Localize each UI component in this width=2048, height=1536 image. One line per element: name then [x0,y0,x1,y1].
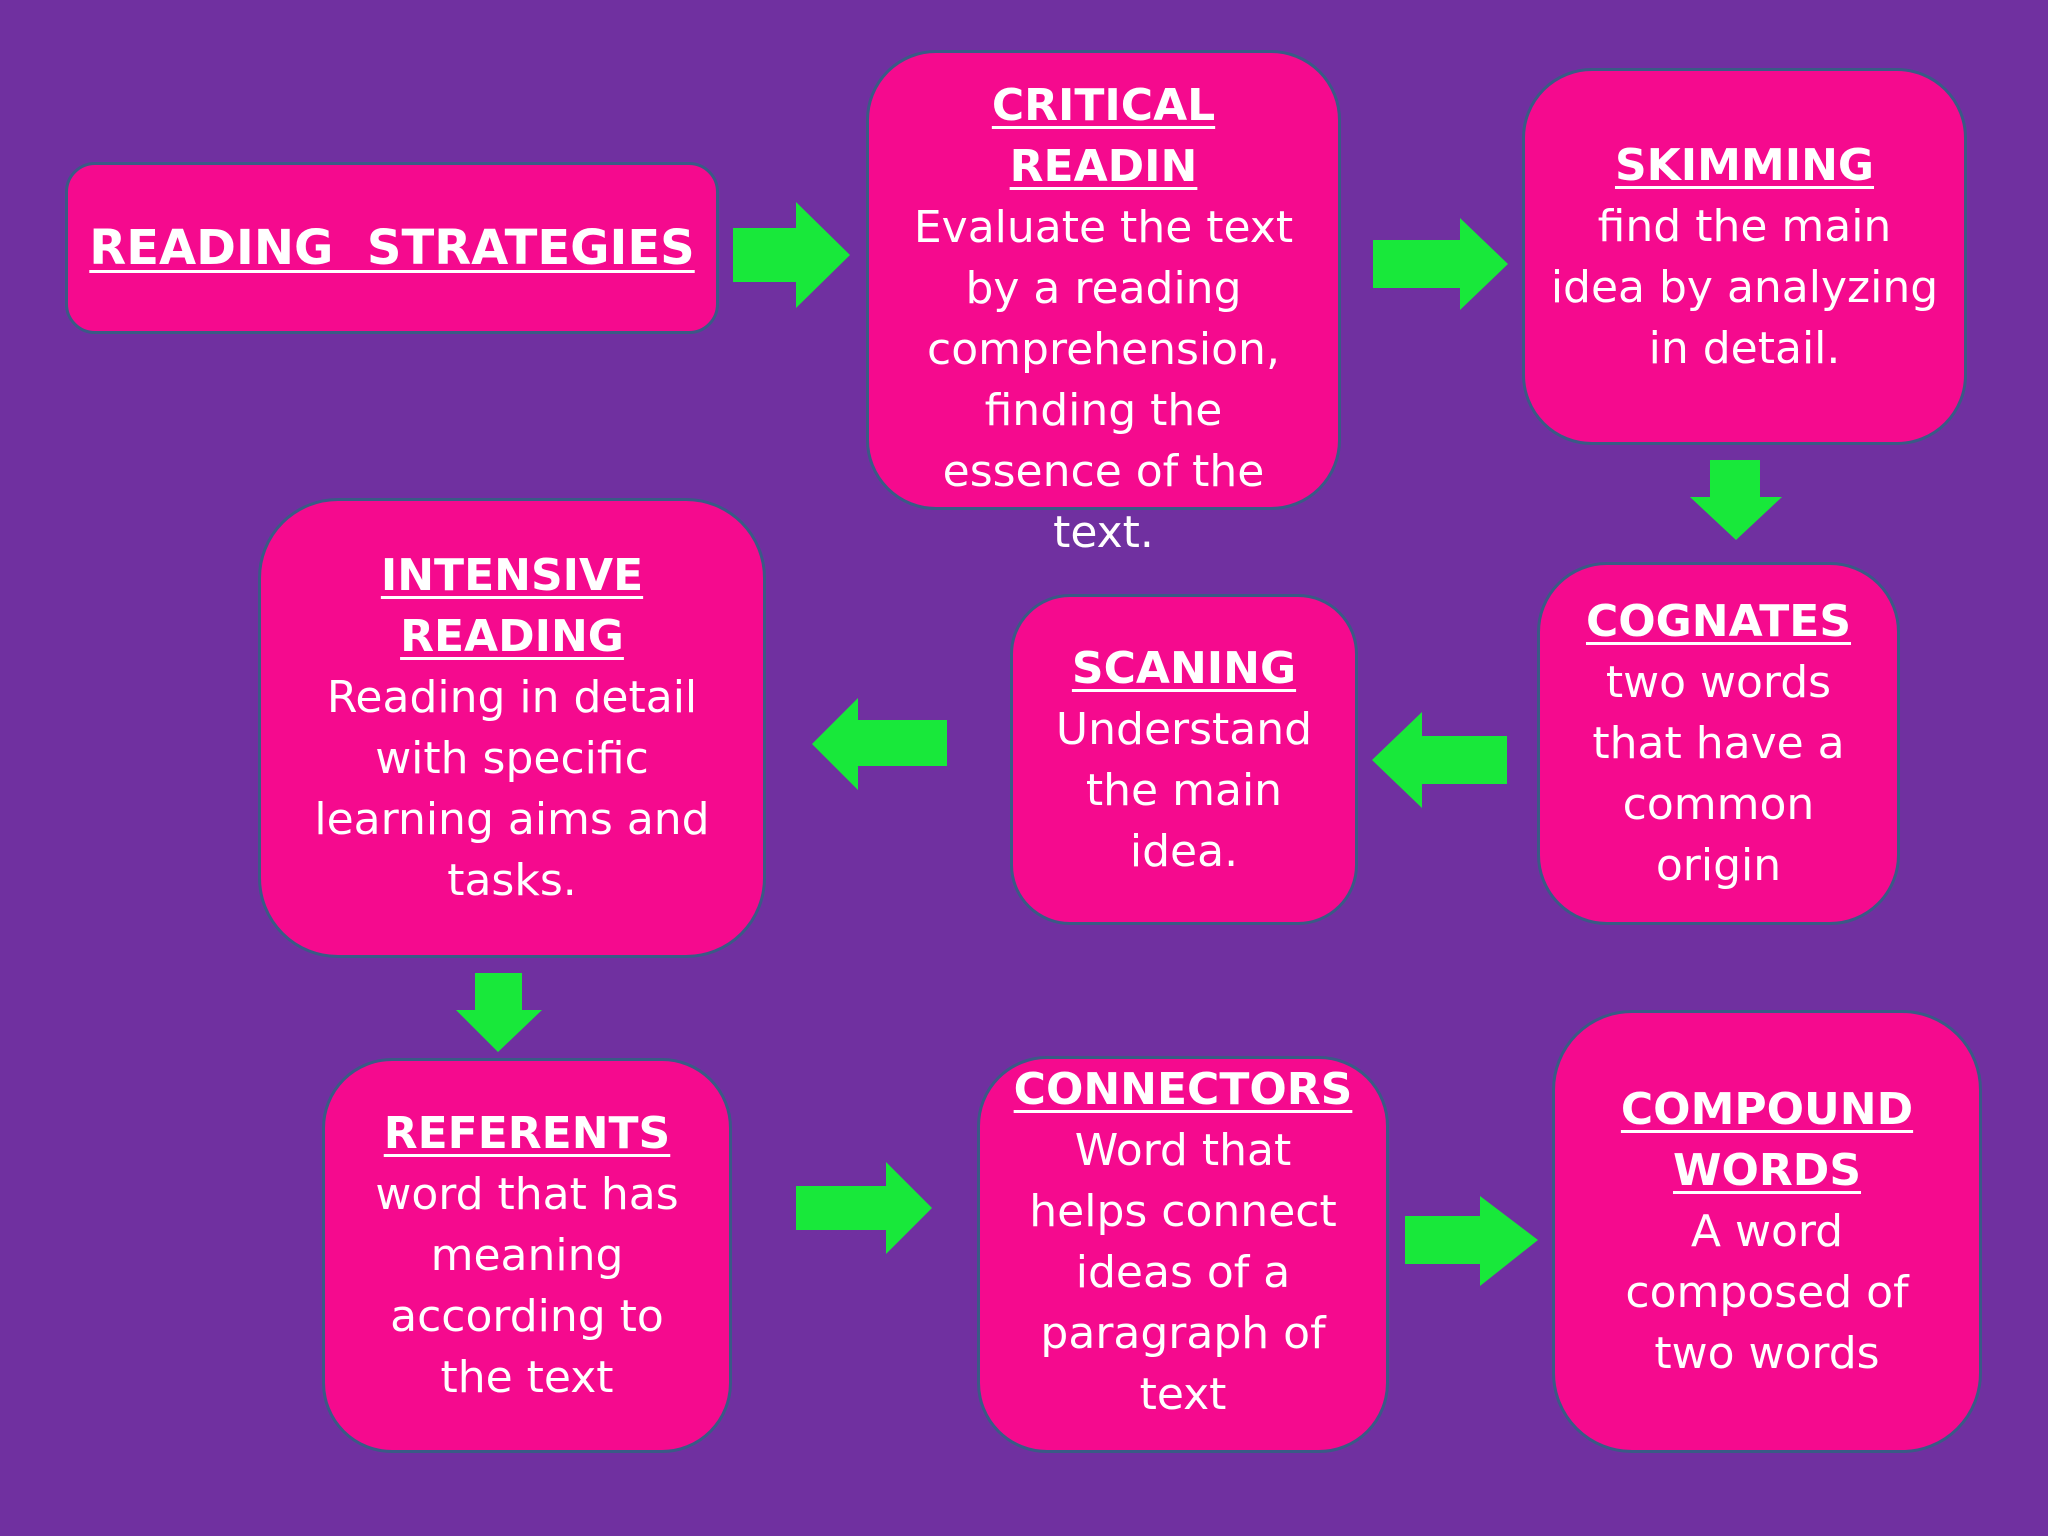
cognates-description: two words that have a common origin [1592,657,1845,891]
referents-title: REFERENTS [383,1108,671,1159]
compound-words-title: COMPOUND WORDS [1620,1084,1914,1196]
reading-strategies-title: READING STRATEGIES [89,219,695,276]
scaning-description: Understand the main idea. [1055,703,1313,877]
cognates-title: COGNATES [1585,596,1852,647]
arrow-down-icon [1690,460,1782,540]
skimming-description: find the main idea by analyzing in detai… [1550,200,1939,374]
skimming-title: SKIMMING [1614,139,1875,191]
cognates-box: COGNATES two words that have a common or… [1537,562,1900,925]
arrow-left-icon [1372,712,1507,808]
critical-reading-title: CRITICAL READIN [991,80,1216,192]
referents-box: REFERENTS word that has meaning accordin… [322,1058,732,1453]
arrow-right-icon [796,1162,932,1254]
connectors-title: CONNECTORS [1013,1064,1353,1115]
compound-words-description: A word composed of two words [1625,1206,1909,1379]
arrow-down-icon [456,973,542,1052]
critical-reading-box: CRITICAL READIN Evaluate the text by a r… [866,50,1341,558]
arrow-right-icon [1405,1196,1538,1286]
scaning-box: SCANING Understand the main idea. [1010,594,1358,925]
compound-words-box: COMPOUND WORDS A word composed of two wo… [1552,1010,1982,1453]
intensive-reading-title: INTENSIVE READING [380,550,644,662]
critical-reading-description: Evaluate the text by a reading comprehen… [913,202,1294,558]
skimming-box: SKIMMING find the main idea by analyzing… [1522,68,1967,445]
reading-strategies-box: READING STRATEGIES [65,162,719,334]
referents-description: word that has meaning according to the t… [375,1169,679,1403]
connectors-description: Word that helps connect ideas of a parag… [1029,1125,1337,1420]
connectors-box: CONNECTORS Word that helps connect ideas… [977,1056,1389,1453]
intensive-reading-description: Reading in detail with specific learning… [314,672,710,906]
arrow-right-icon [733,202,850,308]
arrow-right-icon [1373,218,1508,310]
arrow-left-icon [812,698,947,790]
intensive-reading-box: INTENSIVE READING Reading in detail with… [258,498,766,958]
scaning-title: SCANING [1071,642,1297,694]
